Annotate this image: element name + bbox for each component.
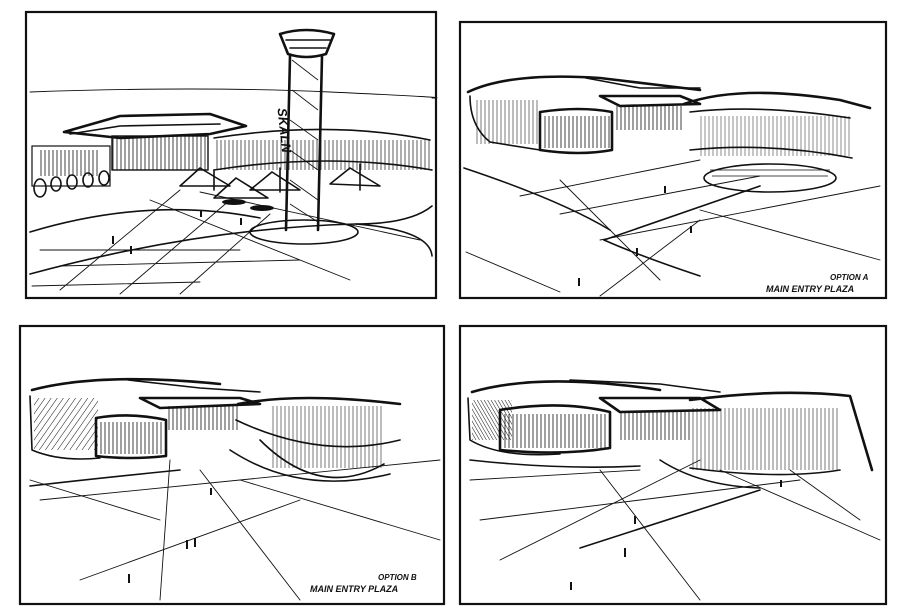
panel-2-arena-right (682, 91, 872, 193)
panel-2-plaza-label: MAIN ENTRY PLAZA (766, 284, 854, 294)
panel-3-arena-left (29, 377, 222, 460)
panel-2-people (578, 186, 692, 286)
panel-4-arena-right (659, 391, 874, 489)
panel-1-trees (33, 170, 110, 198)
panel-1-canopy-building (31, 112, 248, 198)
panel-1-horizon (29, 88, 438, 99)
panel-3-sketch: OPTION B MAIN ENTRY PLAZA (18, 324, 446, 606)
panel-4-arena-left (467, 380, 662, 456)
panel-4-people (570, 480, 782, 590)
panel-2-plaza (463, 159, 881, 297)
panel-2-arena-left (466, 75, 702, 155)
panel-1-tower-sign: SKALN (275, 107, 295, 154)
panel-1-plaza (29, 189, 433, 295)
panel-3-option-label: OPTION B (378, 573, 417, 582)
panel-4-sketch (458, 324, 888, 606)
panel-2-sketch: OPTION A MAIN ENTRY PLAZA (458, 20, 888, 300)
panel-1-sketch: SKALN (24, 10, 438, 300)
panel-2-frame (458, 20, 888, 300)
panel-4-plaza (469, 459, 881, 601)
panel-3-people (128, 488, 212, 583)
panel-1-people (112, 210, 242, 254)
panel-2-option-label: OPTION A (830, 273, 869, 282)
panel-1-arena (213, 128, 433, 193)
panel-1-tower: SKALN (249, 28, 359, 245)
panel-3-plaza (29, 459, 441, 601)
panel-2-roof-lobby (585, 77, 702, 130)
panel-3-roof-lobby (127, 379, 262, 430)
panel-3-plaza-label: MAIN ENTRY PLAZA (310, 584, 398, 594)
panel-3-arena-right (229, 396, 402, 482)
